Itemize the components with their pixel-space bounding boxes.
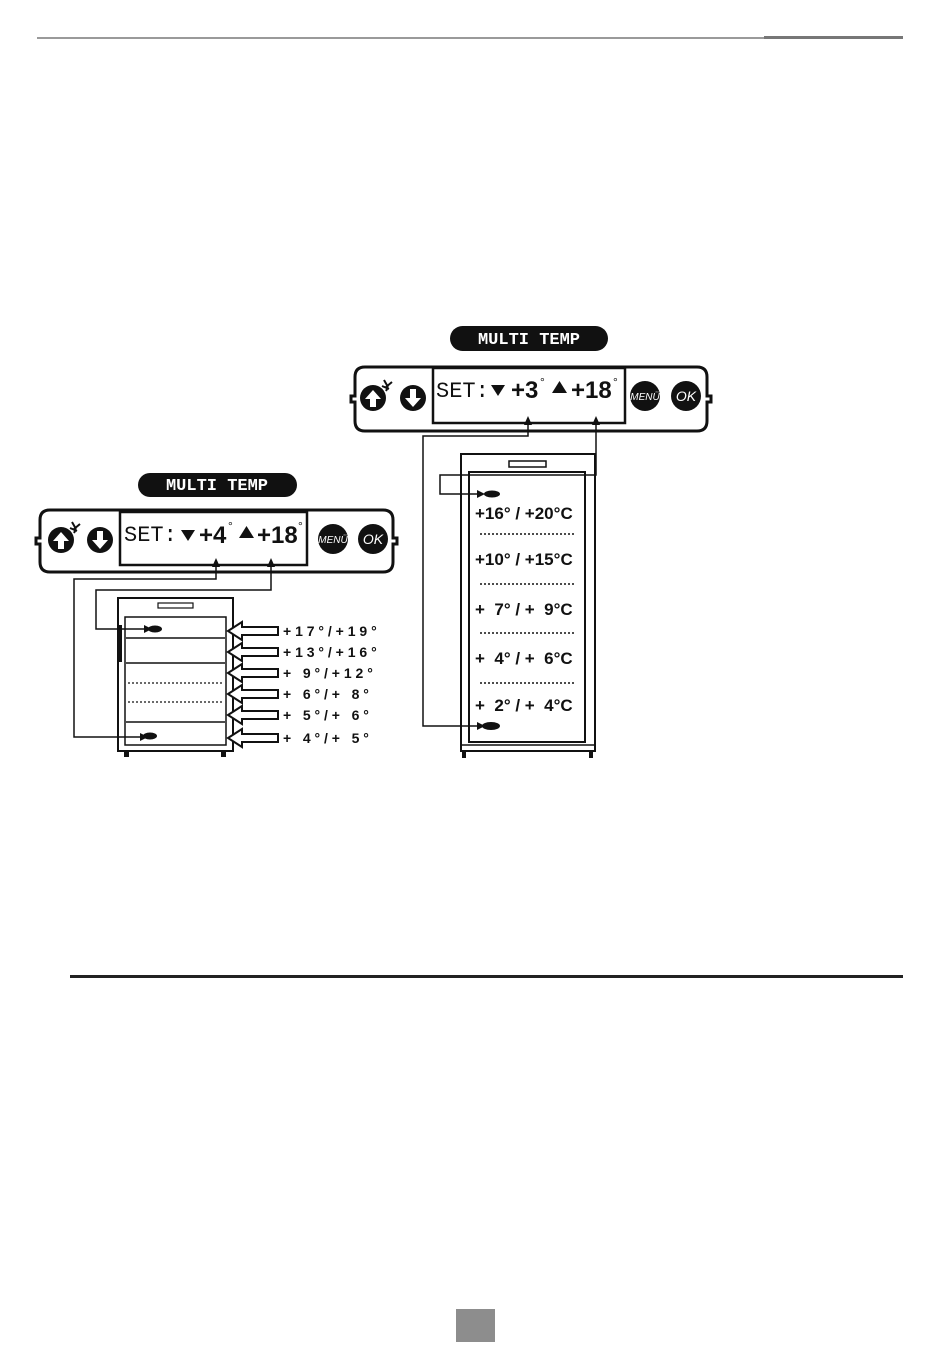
zone-label: + 1 7 ° / + 1 9 ° [283, 623, 377, 639]
section-divider [70, 975, 903, 978]
set-high-value: +18 [571, 377, 612, 404]
zone-label: + 5 ° / + 6 ° [283, 707, 369, 723]
control-panel-tall: MULTI TEMP SET: +3 ° +18 ° MENÜ OK [351, 326, 711, 431]
arrow-down-icon[interactable] [87, 527, 113, 553]
set-low-value: +3 [511, 377, 538, 404]
degree-symbol: ° [540, 375, 545, 389]
degree-symbol: ° [613, 375, 618, 389]
zone-label: + 4 ° / + 5 ° [283, 730, 369, 746]
set-high-value: +18 [257, 522, 298, 549]
ok-button[interactable]: OK [671, 381, 701, 411]
set-low-value: +4 [199, 522, 227, 549]
badge-multi-temp: MULTI TEMP [138, 473, 297, 497]
zone-label: + 4° / + 6°C [475, 649, 573, 668]
zone-label: + 1 3 ° / + 1 6 ° [283, 644, 377, 660]
zone-label: +16° / +20°C [475, 504, 573, 523]
degree-symbol: ° [228, 519, 233, 533]
ok-button-label: OK [676, 388, 697, 404]
zone-label: + 9 ° / + 1 2 ° [283, 665, 373, 681]
zone-label: + 2° / + 4°C [475, 696, 573, 715]
badge-label: MULTI TEMP [478, 331, 580, 350]
cabinet-tall: +16° / +20°C +10° / +15°C + 7° / + 9°C +… [461, 454, 595, 758]
ok-button-label: OK [363, 531, 384, 547]
set-prefix: SET: [436, 379, 489, 404]
badge-label: MULTI TEMP [166, 477, 268, 496]
badge-multi-temp: MULTI TEMP [450, 326, 608, 351]
page-number-box [456, 1309, 495, 1342]
set-prefix: SET: [124, 523, 177, 548]
ok-button[interactable]: OK [358, 524, 388, 554]
zone-label: + 6 ° / + 8 ° [283, 686, 369, 702]
menu-button-label: MENÜ [318, 534, 348, 546]
menu-button-label: MENÜ [630, 391, 660, 403]
cabinet-short [118, 598, 233, 757]
zone-arrows-short [228, 622, 278, 747]
sensor-icon [484, 491, 500, 498]
zone-label: +10° / +15°C [475, 550, 573, 569]
arrow-down-icon[interactable] [400, 385, 426, 411]
degree-symbol: ° [298, 519, 303, 533]
zone-label: + 7° / + 9°C [475, 600, 573, 619]
control-panel-short: MULTI TEMP SET: +4 ° +18 ° MENÜ OK [36, 473, 397, 572]
